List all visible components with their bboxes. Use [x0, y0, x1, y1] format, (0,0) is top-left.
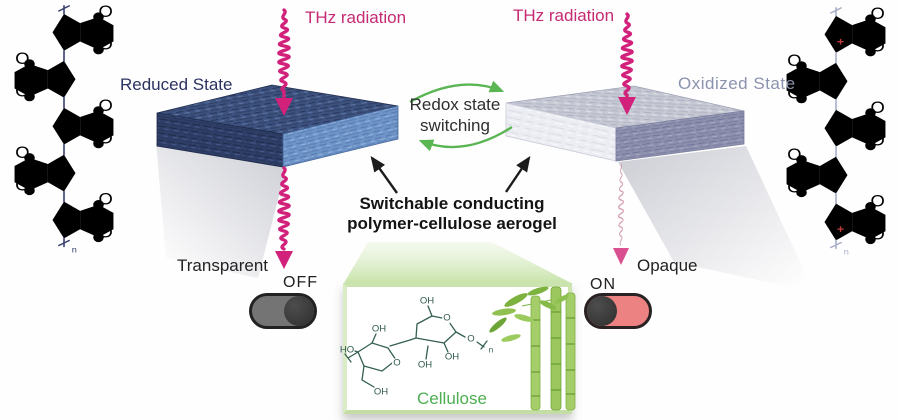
svg-text:+: + — [837, 35, 844, 48]
oxidized-polymer-structure: n + + — [786, 4, 886, 256]
redox-switching-label: Redox state switching — [409, 95, 501, 136]
cellulose-label: Cellulose — [417, 389, 487, 408]
on-label: ON — [590, 276, 616, 293]
thz-pulse-incident-right — [618, 12, 636, 115]
svg-text:n: n — [844, 247, 849, 256]
transparent-off-toggle[interactable] — [249, 293, 317, 329]
off-label: OFF — [283, 274, 318, 291]
toggle-on-knob — [587, 296, 617, 326]
thz-pulse-transmitted-left — [275, 166, 293, 269]
thz-pulse-incident-left — [275, 8, 293, 116]
reduced-aerogel-slab — [156, 84, 399, 168]
opaque-label: Opaque — [637, 256, 698, 275]
svg-text:n: n — [72, 245, 77, 254]
thz-radiation-label-left: THz radiation — [305, 8, 407, 27]
aerogel-pointer-arrows — [370, 156, 531, 194]
oxidized-aerogel-slab — [505, 85, 745, 162]
aerogel-caption: Switchable conducting polymer-cellulose … — [347, 194, 557, 234]
oxidized-state-label: Oxidized State — [678, 74, 796, 93]
opaque-on-toggle[interactable] — [584, 293, 652, 329]
green-funnel — [344, 242, 571, 283]
toggle-off-knob — [284, 296, 314, 326]
transparent-label: Transparent — [177, 256, 269, 275]
reduced-polymer-structure: n — [14, 2, 114, 254]
svg-text:+: + — [837, 223, 844, 236]
thz-radiation-label-right: THz radiation — [513, 6, 615, 25]
thz-pulse-blocked-right — [613, 163, 629, 265]
reduced-state-label: Reduced State — [120, 75, 233, 94]
